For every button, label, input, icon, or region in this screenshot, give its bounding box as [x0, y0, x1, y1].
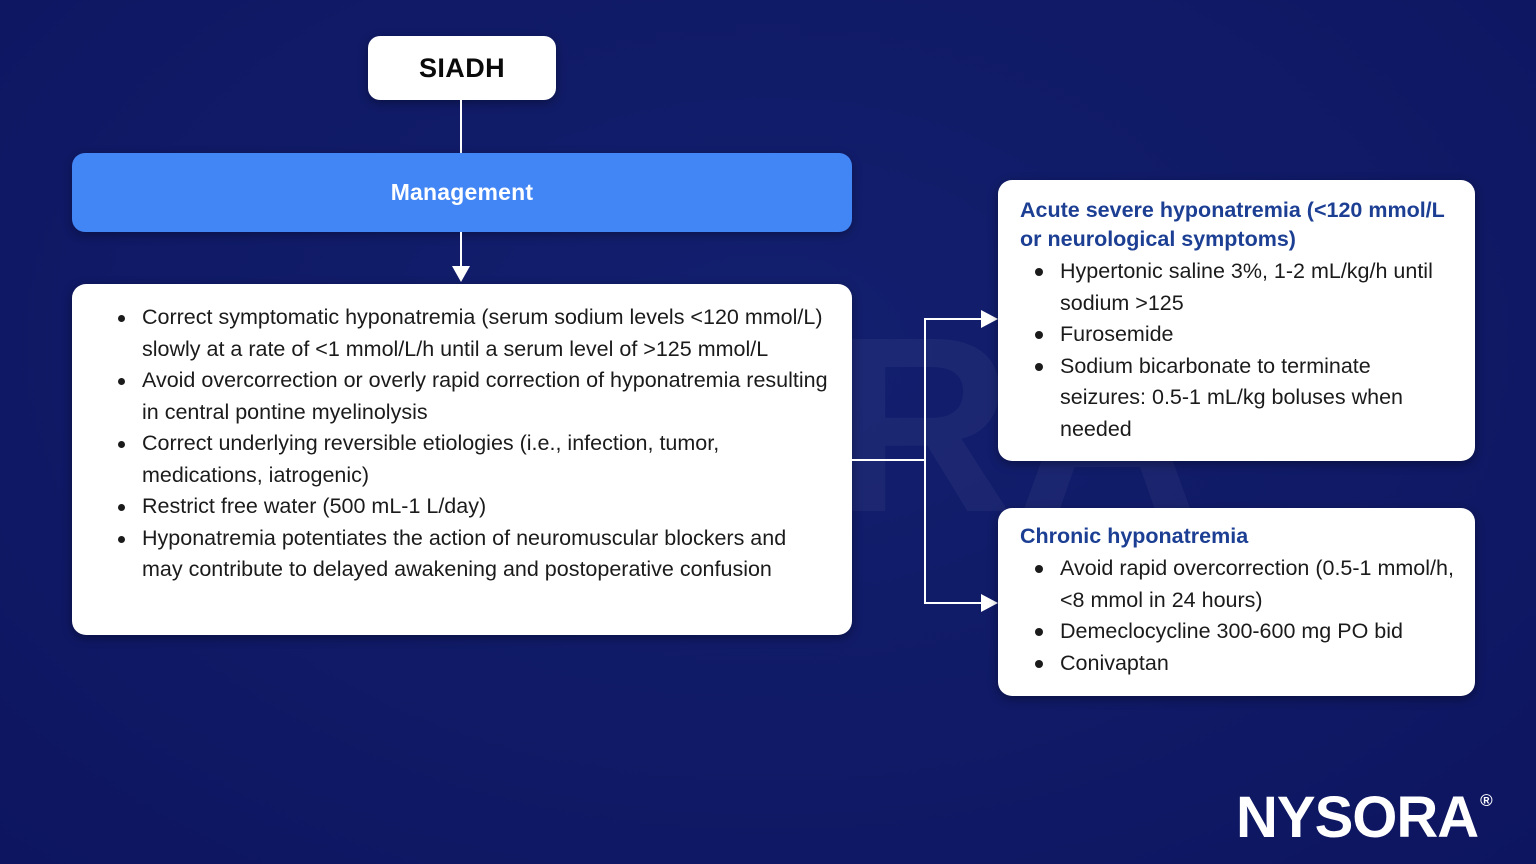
siadh-node: SIADH — [368, 36, 556, 100]
list-item: Avoid overcorrection or overly rapid cor… — [94, 365, 830, 428]
arrow-down-icon — [452, 266, 470, 282]
acute-card-heading: Acute severe hyponatremia (<120 mmol/L o… — [1020, 198, 1445, 251]
connector-branch-to-chronic — [924, 602, 984, 604]
management-detail-card: Correct symptomatic hyponatremia (serum … — [72, 284, 852, 635]
connector-management-to-card — [460, 232, 462, 270]
chronic-hyponatremia-card: Chronic hyponatremia Avoid rapid overcor… — [998, 508, 1475, 696]
list-item: Restrict free water (500 mL-1 L/day) — [94, 491, 830, 523]
list-item: Avoid rapid overcorrection (0.5-1 mmol/h… — [1010, 553, 1455, 616]
chronic-card-heading: Chronic hyponatremia — [1020, 524, 1249, 548]
registered-trademark-icon: ® — [1480, 791, 1493, 810]
list-item: Furosemide — [1010, 319, 1455, 351]
connector-siadh-to-management — [460, 100, 462, 154]
list-item: Demeclocycline 300-600 mg PO bid — [1010, 616, 1455, 648]
management-bullet-list: Correct symptomatic hyponatremia (serum … — [94, 302, 830, 586]
nysora-logo: NYSORA ® — [1236, 789, 1493, 847]
connector-branch-trunk — [924, 318, 926, 604]
chronic-bullet-list: Avoid rapid overcorrection (0.5-1 mmol/h… — [1010, 553, 1455, 679]
arrow-right-chronic-icon — [981, 594, 998, 612]
list-item: Sodium bicarbonate to terminate seizures… — [1010, 351, 1455, 446]
connector-branch-to-acute — [924, 318, 984, 320]
list-item: Hypertonic saline 3%, 1-2 mL/kg/h until … — [1010, 256, 1455, 319]
siadh-node-label: SIADH — [418, 52, 505, 83]
list-item: Hyponatremia potentiates the action of n… — [94, 523, 830, 586]
acute-hyponatremia-card: Acute severe hyponatremia (<120 mmol/L o… — [998, 180, 1475, 461]
management-banner: Management — [72, 153, 852, 232]
nysora-logo-wordmark: NYSORA — [1236, 785, 1479, 850]
list-item: Correct symptomatic hyponatremia (serum … — [94, 302, 830, 365]
acute-bullet-list: Hypertonic saline 3%, 1-2 mL/kg/h until … — [1010, 256, 1455, 445]
connector-branch-stem — [852, 459, 926, 461]
management-banner-label: Management — [390, 179, 534, 205]
list-item: Correct underlying reversible etiologies… — [94, 428, 830, 491]
list-item: Conivaptan — [1010, 648, 1455, 680]
arrow-right-acute-icon — [981, 310, 998, 328]
